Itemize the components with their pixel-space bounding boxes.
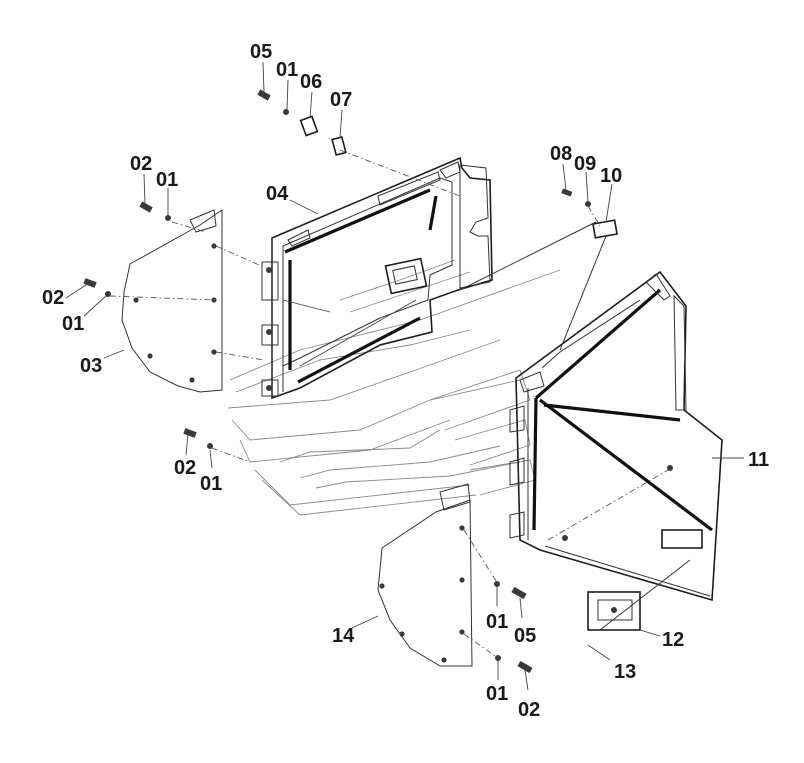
panel-03 bbox=[121, 209, 223, 393]
callout-04: 04 bbox=[266, 183, 289, 205]
callout-13: 13 bbox=[614, 661, 636, 683]
callout-06: 06 bbox=[300, 71, 322, 93]
callout-11: 11 bbox=[748, 449, 769, 471]
callout-01: 01 bbox=[62, 313, 84, 335]
callout-01: 01 bbox=[156, 169, 178, 191]
callout-02: 02 bbox=[518, 699, 540, 721]
assembly-lines bbox=[109, 149, 691, 659]
callout-03: 03 bbox=[80, 355, 102, 377]
callout-14: 14 bbox=[332, 625, 355, 647]
callout-02: 02 bbox=[130, 153, 152, 175]
panel-14 bbox=[377, 483, 473, 667]
callout-01: 01 bbox=[486, 683, 508, 705]
callout-labels: 05 01 06 07 02 01 04 08 09 10 02 01 03 0… bbox=[42, 41, 769, 721]
callout-05: 05 bbox=[514, 625, 536, 647]
right-door-panel bbox=[509, 270, 723, 602]
callout-08: 08 bbox=[550, 143, 572, 165]
leader-lines bbox=[65, 61, 744, 691]
callout-05: 05 bbox=[250, 41, 272, 63]
callout-01: 01 bbox=[200, 473, 222, 495]
hardware-parts bbox=[83, 89, 641, 674]
callout-07: 07 bbox=[330, 89, 352, 111]
callout-10: 10 bbox=[600, 165, 622, 187]
left-door-panel bbox=[261, 156, 493, 400]
callout-01: 01 bbox=[276, 59, 298, 81]
callout-02: 02 bbox=[42, 287, 64, 309]
callout-09: 09 bbox=[574, 153, 596, 175]
callout-12: 12 bbox=[662, 629, 684, 651]
cab-ghost-outline bbox=[227, 259, 561, 516]
callout-02: 02 bbox=[174, 457, 196, 479]
callout-01: 01 bbox=[486, 611, 508, 633]
